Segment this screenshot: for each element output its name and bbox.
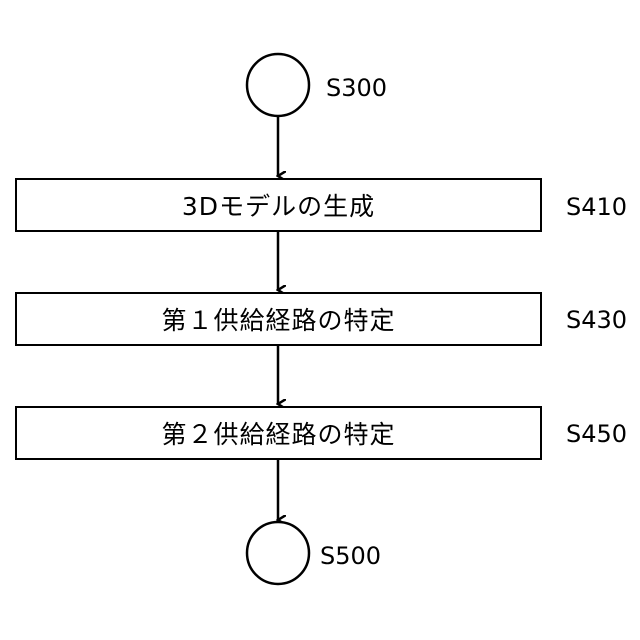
start-step-label: S300 [326,76,387,100]
end-step-label: S500 [320,544,381,568]
end-terminal [247,522,309,584]
start-terminal [247,54,309,116]
process-text-s410: 3Dモデルの生成 [182,187,375,223]
process-box-s410: 3Dモデルの生成 [15,178,542,232]
process-text-s430: 第１供給経路の特定 [161,301,395,337]
process-box-s450: 第２供給経路の特定 [15,406,542,460]
step-label-s450: S450 [566,422,627,446]
step-label-s430: S430 [566,308,627,332]
step-label-s410: S410 [566,195,627,219]
process-text-s450: 第２供給経路の特定 [161,415,395,451]
process-box-s430: 第１供給経路の特定 [15,292,542,346]
